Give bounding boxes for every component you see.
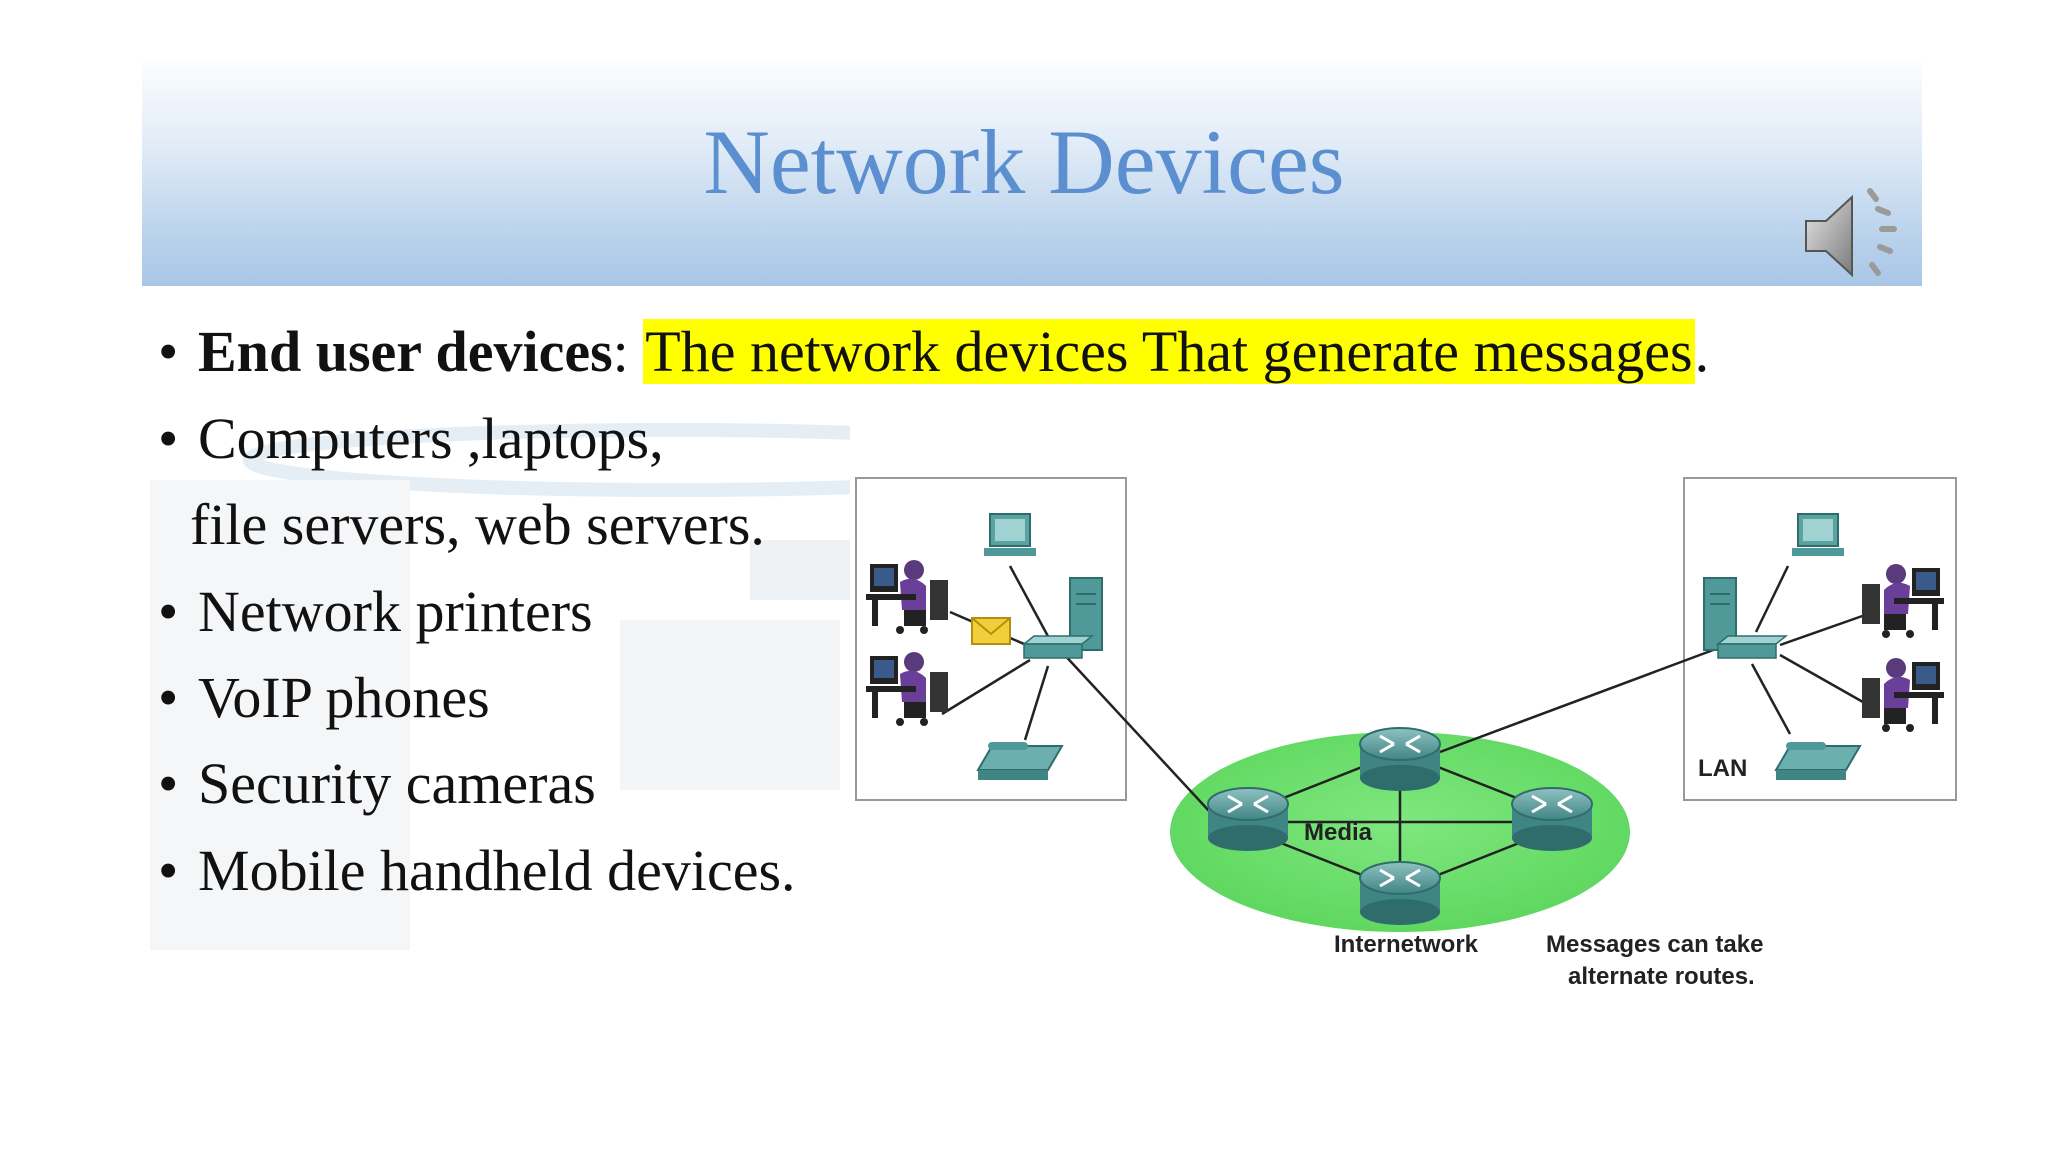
router-icon: [1358, 726, 1442, 793]
switch-icon: [1717, 635, 1787, 659]
router-icon: [1358, 860, 1442, 927]
router-icon: [1206, 786, 1290, 853]
bullet-text: Computers ,laptops,: [198, 406, 664, 471]
desktop-computer-icon: [1791, 513, 1845, 557]
internetwork-label: Internetwork: [1334, 931, 1479, 958]
routes-caption-line2: alternate routes.: [1568, 963, 1755, 990]
background-decoration: [150, 423, 850, 950]
title-banner: [142, 62, 1922, 286]
media-label: Media: [1304, 819, 1373, 846]
bullet-computers: •Computers ,laptops,: [158, 406, 664, 471]
routes-caption-line1: Messages can take: [1546, 931, 1763, 958]
bullet-mobile-devices: •Mobile handheld devices.: [158, 838, 796, 903]
envelope-icon: [971, 617, 1011, 645]
speaker-icon[interactable]: [1800, 187, 1904, 285]
separator-text: :: [612, 319, 644, 384]
lan-label: LAN: [1698, 755, 1747, 782]
period-text: .: [1694, 319, 1710, 384]
bullet-computers-continued: file servers, web servers.: [190, 492, 765, 557]
highlighted-definition: The network devices That generate messag…: [643, 319, 1695, 384]
router-icon: [1510, 786, 1594, 853]
bullet-voip-phones: •VoIP phones: [158, 665, 490, 730]
bullet-text: Mobile handheld devices.: [198, 838, 796, 903]
switch-icon: [1023, 635, 1093, 659]
bullet-security-cameras: •Security cameras: [158, 751, 596, 816]
bullet-text: Security cameras: [198, 751, 596, 816]
bullet-end-user-devices: •End user devices: The network devices T…: [158, 319, 1710, 384]
term-end-user-devices: End user devices: [198, 319, 613, 384]
desktop-computer-icon: [983, 513, 1037, 557]
bullet-text: Network printers: [198, 579, 593, 644]
bullet-network-printers: •Network printers: [158, 579, 593, 644]
slide-title: Network Devices: [703, 111, 1345, 213]
bullet-text: VoIP phones: [198, 665, 490, 730]
